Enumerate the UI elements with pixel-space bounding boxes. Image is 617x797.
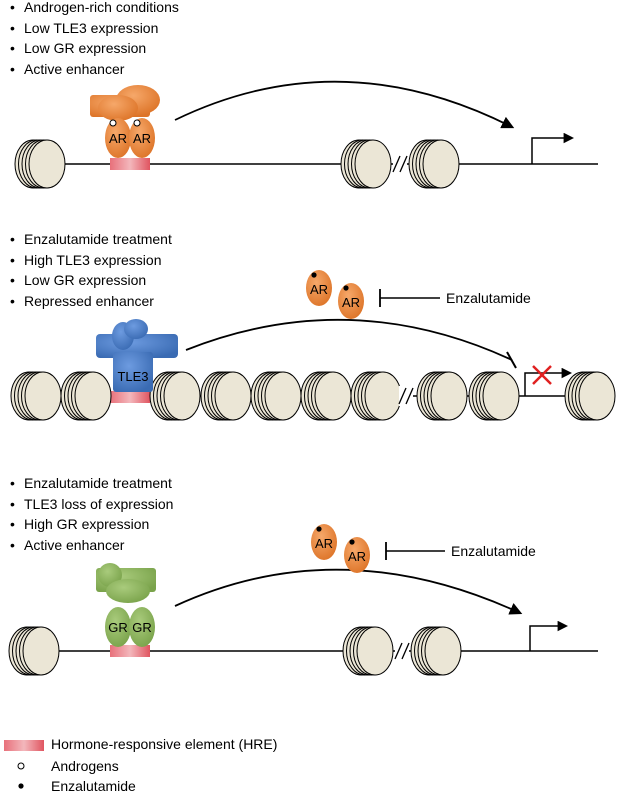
receptor-label: AR <box>348 549 366 564</box>
drug-label: Enzalutamide <box>446 290 531 306</box>
receptor-label: GR <box>132 620 152 635</box>
androgen-icon <box>133 119 141 127</box>
enzalutamide-icon <box>311 272 317 278</box>
receptor-label: AR <box>109 131 127 146</box>
activation-arrow <box>174 568 523 615</box>
condition-item: Enzalutamide treatment <box>10 473 173 494</box>
nucleosome <box>10 371 62 421</box>
tss-arrow-icon <box>524 367 573 396</box>
panel3-conditions: Enzalutamide treatment TLE3 loss of expr… <box>10 473 173 555</box>
ar-coactivator-complex: AR AR <box>90 85 160 158</box>
condition-item: Low GR expression <box>10 38 179 59</box>
tle3-corepressor: TLE3 <box>96 319 178 392</box>
receptor-label: AR <box>310 282 328 297</box>
receptor-label: AR <box>133 131 151 146</box>
nucleosome <box>14 139 66 189</box>
legend-androgen-icon <box>17 762 25 770</box>
nucleosome <box>200 371 252 421</box>
repression-bar <box>506 351 517 369</box>
activation-arrow <box>174 80 515 129</box>
legend-androgens-label: Androgens <box>51 758 119 774</box>
panel2-conditions: Enzalutamide treatment High TLE3 express… <box>10 229 172 311</box>
receptor-label: AR <box>342 295 360 310</box>
condition-item: Low GR expression <box>10 270 172 291</box>
nucleosome <box>350 371 402 421</box>
androgen-icon <box>109 119 117 127</box>
tss-arrow-icon <box>531 132 575 164</box>
nucleosome <box>340 139 392 189</box>
chromatin-break-icon <box>394 641 410 661</box>
condition-item: High TLE3 expression <box>10 250 172 271</box>
repression-line <box>185 318 513 361</box>
nucleosome <box>300 371 352 421</box>
condition-item: High GR expression <box>10 514 173 535</box>
legend-hre-label: Hormone-responsive element (HRE) <box>51 736 278 752</box>
hre-element <box>110 645 150 657</box>
nucleosome <box>468 371 520 421</box>
blocked-transcription-icon <box>532 365 552 385</box>
legend <box>4 740 44 789</box>
free-ar-receptors: AR AR <box>311 524 370 573</box>
drug-label: Enzalutamide <box>451 543 536 559</box>
legend-enzalutamide-icon <box>18 783 24 789</box>
nucleosome <box>564 371 616 421</box>
chromatin-break-icon <box>398 386 414 406</box>
enzalutamide-icon <box>316 526 322 532</box>
condition-item: Repressed enhancer <box>10 291 172 312</box>
nucleosome <box>8 626 60 676</box>
nucleosome <box>250 371 302 421</box>
tle3-label: TLE3 <box>117 369 148 384</box>
condition-item: Androgen-rich conditions <box>10 0 179 18</box>
condition-item: TLE3 loss of expression <box>10 494 173 515</box>
condition-item: Active enhancer <box>10 59 179 80</box>
nucleosome <box>416 371 468 421</box>
nucleosome <box>408 139 460 189</box>
panel-2: TLE3 AR AR Enzalutamide <box>10 270 616 421</box>
chromatin-break-icon <box>392 154 408 174</box>
condition-item: Low TLE3 expression <box>10 18 179 39</box>
receptor-label: AR <box>315 536 333 551</box>
panel1-conditions: Androgen-rich conditions Low TLE3 expres… <box>10 0 179 79</box>
hre-element <box>110 158 150 170</box>
enzalutamide-icon <box>349 539 355 545</box>
nucleosome <box>60 371 112 421</box>
condition-item: Enzalutamide treatment <box>10 229 172 250</box>
nucleosome <box>342 626 394 676</box>
tss-arrow-icon <box>529 620 569 651</box>
panel-3: GR GR AR AR Enzalutamide <box>8 524 598 676</box>
hre-element <box>110 391 150 403</box>
condition-item: Active enhancer <box>10 535 173 556</box>
nucleosome <box>149 371 201 421</box>
receptor-label: GR <box>108 620 128 635</box>
enzalutamide-icon <box>343 285 349 291</box>
nucleosome <box>410 626 462 676</box>
legend-hre-swatch <box>4 740 44 751</box>
gr-coactivator-complex: GR GR <box>96 563 156 647</box>
free-ar-receptors: AR AR <box>306 270 364 319</box>
legend-enzalutamide-label: Enzalutamide <box>51 778 136 794</box>
panel-1: AR AR <box>14 80 598 189</box>
